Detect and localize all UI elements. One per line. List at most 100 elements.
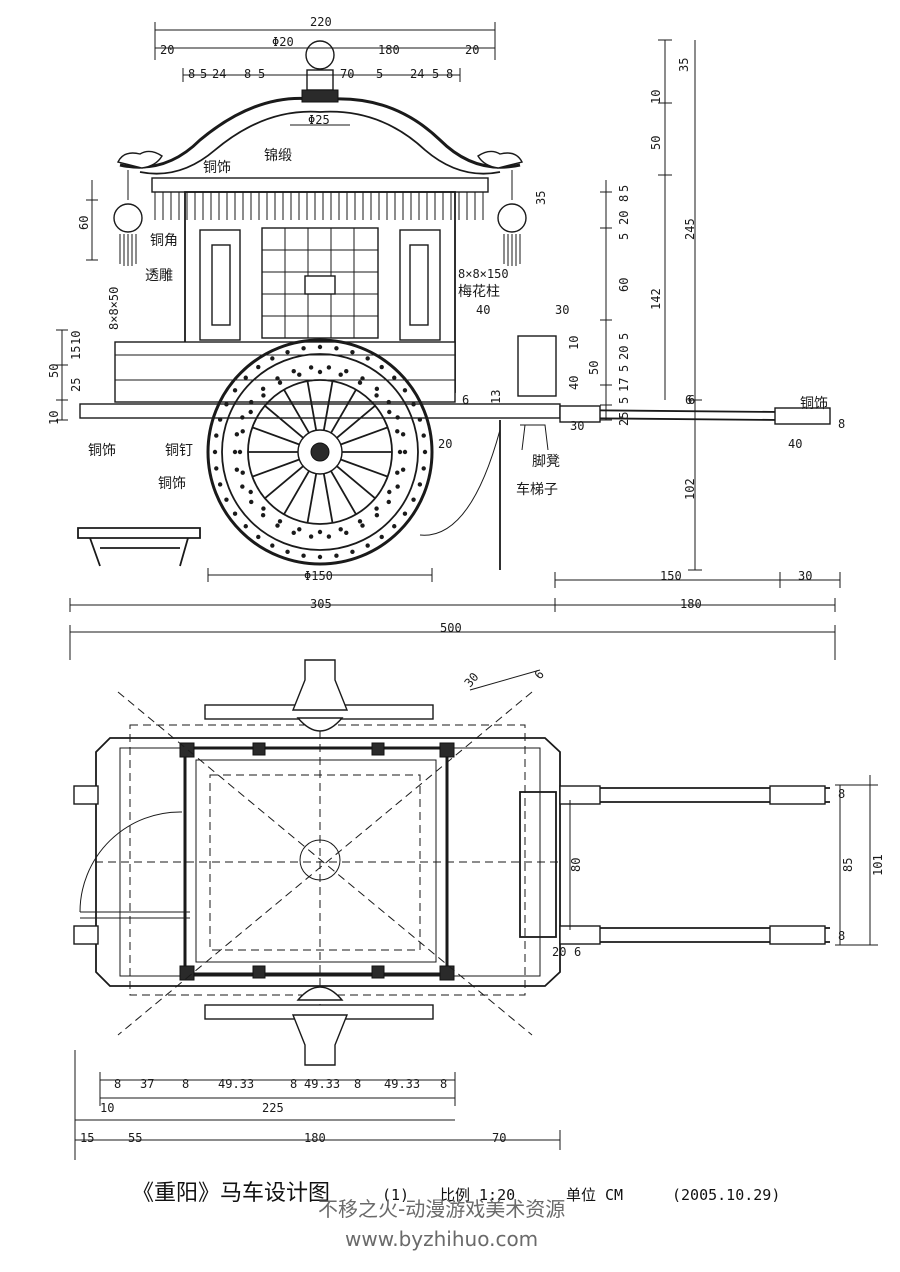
plan-dim-r1-8d: 8 (354, 1077, 361, 1091)
roof-inner-curve (139, 110, 501, 175)
dim-m-10: 10 (567, 336, 581, 350)
wheel-stud (277, 519, 283, 524)
plan-dim-20: 20 (552, 945, 566, 959)
plan-roof-diagonals (117, 691, 533, 1036)
label-brocade: 锦缎 (264, 147, 292, 164)
plan-dim-r3-180: 180 (304, 1131, 326, 1145)
plan-right-dimension-lines (469, 669, 878, 946)
dim-142: 142 (649, 288, 663, 310)
valance-band (151, 177, 489, 193)
wheel-stud (360, 523, 365, 528)
wheel-spoke (264, 405, 304, 439)
wheel-spoke (283, 389, 310, 434)
wheel-stud (400, 432, 406, 437)
dim-24-b: 24 (410, 67, 424, 81)
valance-fringe (154, 192, 484, 220)
plan-shafts (560, 787, 830, 943)
plan-post-br (439, 965, 455, 981)
wheel (206, 338, 434, 566)
plan-hub-top-cap (296, 717, 344, 732)
dim-8-a: 8 (188, 67, 195, 81)
wheel-stud (248, 489, 253, 495)
wheel-stud (224, 497, 229, 502)
wheel-stud (297, 527, 302, 532)
wheel-stud (395, 484, 400, 489)
dim-phi20: Φ20 (272, 35, 294, 49)
wheel-spoke (330, 389, 357, 434)
wheel-stud (256, 364, 261, 370)
wheel-stud (379, 364, 384, 370)
wheel-stud (275, 523, 280, 528)
wheel-stud (240, 415, 245, 420)
finial-plinth (301, 89, 339, 103)
wheel-stud (350, 549, 355, 555)
plan-post-b2 (252, 965, 266, 979)
dim-m-40c: 40 (788, 437, 802, 451)
dim-m-50: 50 (587, 361, 601, 375)
wheel-stud (402, 388, 408, 393)
dim-5-d: 5 (432, 67, 439, 81)
wheel-stud (421, 466, 426, 471)
dim-l-60: 60 (77, 216, 91, 230)
wheel-stud (334, 346, 339, 351)
side-elevation: 铜饰 锦缎 铜角 透雕 8×8×150 梅花柱 8×8×50 铜饰 铜钉 铜饰 … (47, 15, 845, 660)
dim-r-35a: 35 (677, 58, 691, 72)
dim-m-13: 13 (489, 390, 503, 404)
wheel-stud (374, 393, 379, 398)
dim-500: 500 (440, 621, 462, 635)
wheel-stud (374, 512, 380, 518)
dim-180-b: 180 (680, 597, 702, 611)
label-copper-ornament-shaft: 铜饰 (800, 396, 828, 412)
wheel-stud (334, 553, 339, 558)
plan-bottom-dimension-lines (74, 1050, 561, 1160)
wheel-stud (270, 356, 275, 361)
dim-102: 102 (683, 478, 697, 500)
dim-m-30a: 30 (555, 303, 569, 317)
wheel-stud (395, 429, 400, 434)
plan-cabin-frame (183, 746, 449, 976)
dim-m-40b: 40 (567, 376, 581, 390)
step-stool (520, 424, 549, 451)
wheel-stud (374, 506, 379, 511)
watermark-url: www.byzhihuo.com (345, 1227, 538, 1251)
wheel-stud (338, 527, 343, 532)
wheel-stud (386, 499, 391, 505)
wheel-stud (232, 449, 238, 455)
dim-20-left: 20 (160, 43, 174, 57)
plan-platform (95, 737, 561, 987)
wheel-stud (308, 534, 314, 539)
watermark-site-name: 不移之火-动漫游戏美术资源 (318, 1197, 565, 1221)
wheel-stud (285, 349, 290, 355)
roof-finial (305, 40, 335, 70)
wheel-stud (397, 449, 403, 455)
dim-l-10b: 10 (47, 411, 61, 425)
drawing-title: 《重阳》马车设计图 (132, 1181, 330, 1206)
wheel-stud (260, 512, 266, 518)
wheel-stud (291, 368, 296, 374)
wheel-stud (365, 356, 370, 361)
wheel-stud (249, 399, 254, 405)
wheel-stud (248, 409, 253, 415)
wheel-stud (261, 393, 266, 398)
wheel-stud (234, 467, 240, 472)
wheel-stud (386, 399, 391, 405)
bench-sketch (77, 527, 201, 567)
dim-r-25: 25 (617, 412, 631, 426)
plan-post-t2 (252, 742, 266, 756)
dim-8-c: 8 (446, 67, 453, 81)
dim-r-50: 50 (649, 136, 663, 150)
unit-text: 单位 CM (566, 1186, 623, 1204)
plan-hub-bottom (291, 1014, 349, 1066)
wheel-stud (395, 415, 400, 420)
wheel-spoke (264, 465, 304, 499)
plan-dim-6b: 6 (574, 945, 581, 959)
bottom-dimension-lines (69, 568, 841, 660)
dim-5-a: 5 (200, 67, 207, 81)
wheel-stud (243, 375, 248, 380)
wheel-stud (317, 344, 323, 350)
plan-dim-30: 30 (462, 670, 482, 690)
wheel-stud (214, 466, 219, 471)
plan-dim-r1-8a: 8 (114, 1077, 121, 1091)
wheel-stud (240, 429, 245, 434)
label-openwork-carving: 透雕 (145, 268, 173, 284)
